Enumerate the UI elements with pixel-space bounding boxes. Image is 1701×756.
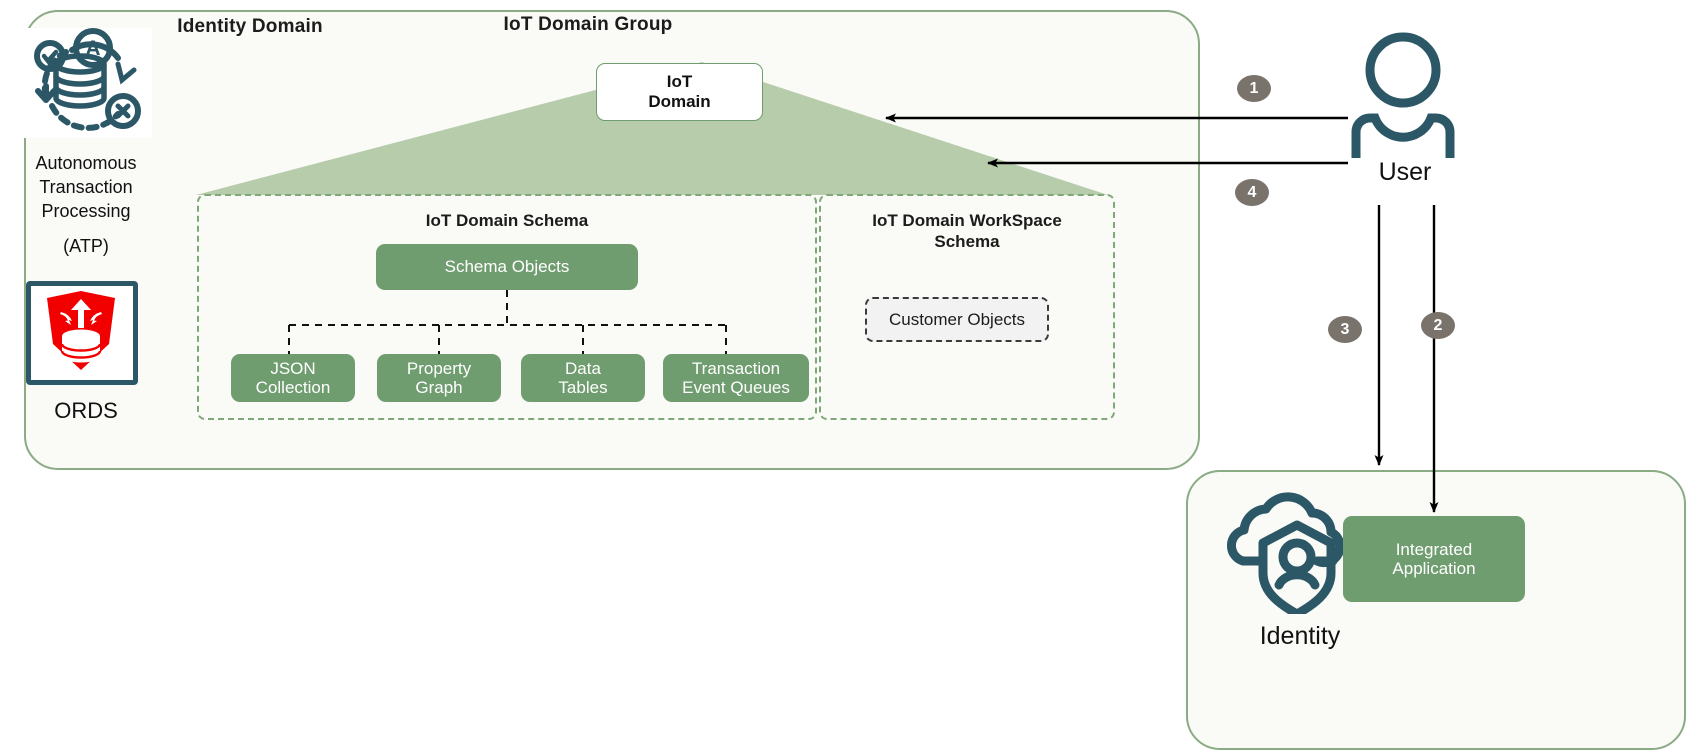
customer-objects-node[interactable]: Customer Objects — [865, 297, 1049, 342]
json-collection-node[interactable]: JSON Collection — [231, 354, 355, 402]
transaction-event-queues-line1: Transaction — [691, 358, 781, 378]
identity-cloud-shield-person-icon — [1226, 489, 1367, 619]
transaction-event-queues-node[interactable]: Transaction Event Queues — [663, 354, 809, 402]
atp-label-line2: Transaction — [39, 176, 133, 197]
transaction-event-queues-line2: Event Queues — [682, 378, 790, 397]
property-graph-line1: Property — [406, 358, 472, 378]
workspace-title-line1: IoT Domain WorkSpace — [872, 211, 1062, 230]
atp-label-line3: Processing — [41, 200, 131, 221]
ords-icon — [26, 281, 138, 385]
json-collection-line2: Collection — [255, 378, 331, 397]
iot-domain-group-title: IoT Domain Group — [503, 14, 673, 35]
iot-domain-schema-title: IoT Domain Schema — [425, 211, 589, 230]
integrated-app-line1: Integrated — [1395, 539, 1473, 559]
iot-domain-node[interactable]: IoT Domain — [596, 63, 763, 121]
data-tables-line1: Data — [565, 358, 601, 378]
user-person-icon — [1348, 28, 1458, 163]
workspace-title-line2: Schema — [934, 232, 1000, 252]
property-graph-line2: Graph — [415, 378, 463, 397]
schema-objects-node[interactable]: Schema Objects — [376, 244, 638, 290]
flow-badge-1: 1 — [1237, 75, 1271, 102]
atp-label-line1: Autonomous — [35, 153, 137, 173]
iot-domain-line1: IoT — [666, 72, 693, 92]
integrated-application-node[interactable]: Integrated Application — [1343, 516, 1525, 602]
flow-badge-2: 2 — [1421, 312, 1455, 339]
iot-domain-workspace-schema-title: IoT Domain WorkSpace Schema — [819, 210, 1115, 253]
identity-domain-title: Identity Domain — [177, 16, 323, 37]
iot-domain-workspace-schema-panel — [819, 194, 1115, 420]
flow-badge-3: 3 — [1328, 316, 1362, 343]
user-label: User — [1378, 158, 1432, 186]
property-graph-node[interactable]: Property Graph — [377, 354, 501, 402]
atp-label-abbrev: (ATP) — [63, 236, 109, 256]
data-tables-node[interactable]: Data Tables — [521, 354, 645, 402]
flow-badge-4: 4 — [1235, 179, 1269, 206]
json-collection-line1: JSON — [270, 358, 316, 378]
atp-label: Autonomous Transaction Processing — [6, 152, 166, 224]
identity-label: Identity — [1259, 622, 1341, 650]
atp-icon: A — [22, 28, 152, 138]
data-tables-line2: Tables — [558, 378, 608, 397]
ords-label: ORDS — [54, 398, 118, 423]
iot-domain-schema-panel — [197, 194, 817, 420]
integrated-app-line2: Application — [1392, 559, 1476, 578]
iot-domain-line2: Domain — [648, 92, 711, 111]
